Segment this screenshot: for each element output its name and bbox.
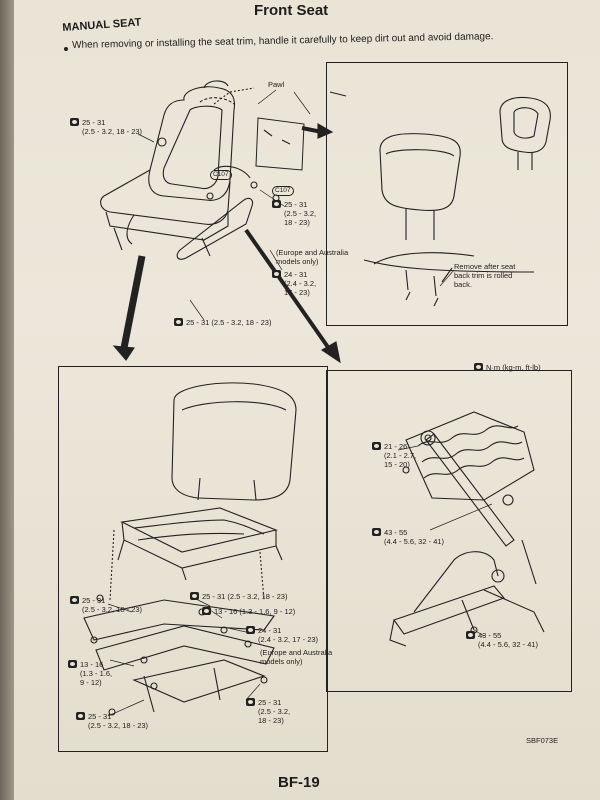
torque-wrench-icon [202,607,211,615]
torque-spec: 25 - 31 (2.5 - 3.2, 18 - 23) [88,712,149,730]
torque-spec: 13 - 16 (1.3 - 1.6, 9 - 12) [214,607,296,616]
torque-spec: 43 - 55 (4.4 - 5.6, 32 - 41) [478,631,539,649]
book-binding [0,0,14,800]
torque-wrench-icon [174,318,183,326]
torque-spec: 25 - 31 (2.5 - 3.2, 18 - 23) [186,318,272,327]
headrest-drawing [329,91,551,307]
torque-wrench-icon [474,363,483,371]
model-note: (Europe and Australia models only) [260,648,333,666]
torque-wrench-icon [76,712,85,720]
torque-wrench-icon [190,592,199,600]
torque-spec: 24 - 31 (2.4 - 3.2, 17 - 23) [258,626,319,644]
connector-label: C107 [272,186,294,196]
torque-wrench-icon [272,200,281,208]
torque-wrench-icon [372,442,381,450]
figure-code: SBF073E [526,736,559,745]
torque-wrench-icon [70,596,79,604]
torque-spec: 24 - 31 (2.4 - 3.2, 17 - 23) [284,270,317,297]
torque-spec: 25 - 31 (2.5 - 3.2, 18 - 23) [284,200,317,227]
torque-spec: 25 - 31 (2.5 - 3.2, 18 - 23) [82,118,143,136]
connector-label: C107 [210,170,232,180]
model-note: (Europe and Australia models only) [276,248,349,266]
manual-page: Front Seat MANUAL SEAT When removing or … [14,0,600,800]
seat-line-drawings [83,80,551,717]
torque-spec: 13 - 16 (1.3 - 1.6, 9 - 12) [80,660,113,687]
removal-note: Remove after seat back trim is rolled ba… [454,262,516,289]
torque-spec: 21 - 26 (2.1 - 2.7, 15 - 20) [384,442,417,469]
page-title: Front Seat [254,2,329,19]
seat-cushion-exploded-panel [58,366,328,752]
torque-wrench-icon [68,660,77,668]
headrest-detail-panel [326,62,568,326]
torque-spec: 43 - 55 (4.4 - 5.6, 32 - 41) [384,528,445,546]
note-bullet [64,47,68,51]
torque-wrench-icon [272,270,281,278]
torque-spec: 25 - 31 (2.5 - 3.2, 18 - 23) [258,698,291,725]
torque-spec: 25 - 31 (2.5 - 3.2, 18 - 23) [82,596,143,614]
torque-spec: 25 - 31 (2.5 - 3.2, 18 - 23) [202,592,288,601]
torque-wrench-icon [372,528,381,536]
units-legend: N·m (kg-m, ft-lb) [486,363,541,372]
torque-wrench-icon [246,626,255,634]
top-seat-drawing [100,80,334,260]
torque-wrench-icon [246,698,255,706]
torque-wrench-icon [466,631,475,639]
page-number: BF-19 [278,774,320,791]
recliner-drawing [389,411,545,647]
label-pawl: Pawl [268,80,285,89]
torque-wrench-icon [70,118,79,126]
seat-recliner-panel [326,370,572,692]
